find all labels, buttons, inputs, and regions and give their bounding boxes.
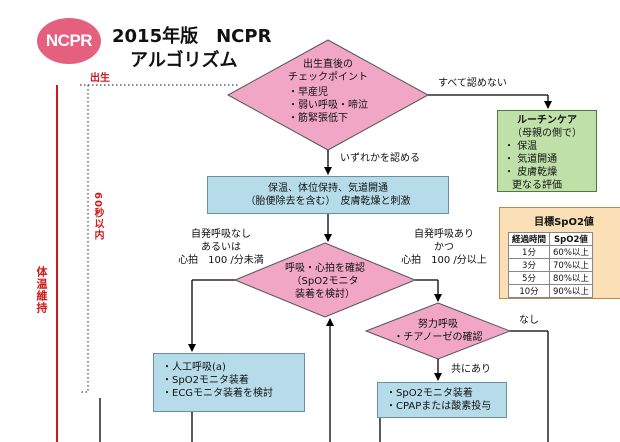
edge-label-left-3: 心拍 100 /分未満 — [178, 255, 264, 266]
edge-label-left-2: あるいは — [201, 242, 241, 253]
spo2-target-panel: 目標SpO2値 経過時間 SpO2値 1分 60%以上 3分 70%以上 5分 … — [499, 207, 620, 299]
initial-check-line1: 出生直後の — [303, 59, 353, 70]
list-item: 人工呼吸(a) — [162, 361, 296, 374]
list-item: 皮膚乾燥 — [504, 166, 590, 179]
table-cell: 90%以上 — [549, 284, 593, 298]
ventilation-items: 人工呼吸(a) SpO2モニタ装着 ECGモニタ装着を検討 — [162, 361, 296, 400]
table-cell: 5分 — [507, 271, 551, 285]
routine-care-extra: 更なる評価 — [512, 180, 562, 191]
table-cell: 80%以上 — [549, 271, 593, 285]
assess-line1: 呼吸・心拍を確認 — [285, 263, 365, 274]
list-item: SpO2モニタ装着 — [386, 387, 498, 400]
list-item: ECGモニタ装着を検討 — [162, 387, 296, 400]
table-cell: 3分 — [507, 258, 551, 272]
edge-label-any-positive: いずれかを認める — [340, 153, 420, 164]
routine-care-items: 保温 気道開通 皮膚乾燥 — [504, 140, 590, 179]
effort-line1: 努力呼吸 — [418, 319, 458, 330]
list-item: 筋緊張低下 — [288, 112, 368, 125]
edge-label-right-1: 自発呼吸あり — [414, 229, 474, 240]
assess-diamond — [233, 242, 417, 318]
ncpr-logo: NCPR — [37, 18, 101, 64]
list-item: CPAPまたは酸素投与 — [386, 400, 498, 413]
initial-steps-line1: 保温、体位保持、気道開通 — [268, 183, 388, 194]
initial-check-items: 早産児 弱い呼吸・啼泣 筋緊張低下 — [288, 86, 368, 125]
edge-label-left-1: 自発呼吸なし — [191, 229, 251, 240]
birth-label: 出生 — [90, 73, 110, 84]
table-row: 10分 90%以上 — [507, 284, 593, 298]
table-cell: 70%以上 — [549, 258, 593, 272]
spo2-table: 経過時間 SpO2値 1分 60%以上 3分 70%以上 5分 80%以上 10… — [507, 232, 593, 298]
cpap-items: SpO2モニタ装着 CPAPまたは酸素投与 — [386, 387, 498, 413]
routine-care-subtitle: （母親の側で） — [512, 128, 582, 139]
column-header: SpO2値 — [549, 232, 593, 246]
table-row: 3分 70%以上 — [507, 258, 593, 272]
initial-steps-box: 保温、体位保持、気道開通 （胎便除去を含む） 皮膚乾燥と刺激 — [207, 176, 449, 214]
list-item: 気道開通 — [504, 153, 590, 166]
temperature-label: 体温維持 — [35, 266, 48, 314]
cpap-box: SpO2モニタ装着 CPAPまたは酸素投与 — [377, 382, 507, 418]
spo2-title: 目標SpO2値 — [534, 217, 594, 228]
table-cell: 60%以上 — [549, 245, 593, 259]
page-subtitle: アルゴリズム — [130, 50, 238, 71]
initial-steps-line2: （胎便除去を含む） 皮膚乾燥と刺激 — [245, 196, 411, 207]
page-title: 2015年版 NCPR — [112, 26, 272, 47]
edge-label-none: なし — [519, 315, 539, 326]
edge-label-right-3: 心拍 100 /分以上 — [401, 255, 487, 266]
sixty-seconds-label: 60秒以内 — [92, 192, 103, 241]
ventilation-box: 人工呼吸(a) SpO2モニタ装着 ECGモニタ装着を検討 — [153, 353, 305, 412]
table-row: 5分 80%以上 — [507, 271, 593, 285]
effort-line2: ・チアノーゼの確認 — [393, 332, 483, 343]
table-row: 1分 60%以上 — [507, 245, 593, 259]
sixty-second-bracket — [80, 84, 89, 393]
list-item: 弱い呼吸・啼泣 — [288, 99, 368, 112]
assess-line2: （SpO2モニタ — [291, 276, 359, 287]
edge-label-all-negative: すべて認めない — [438, 78, 507, 89]
list-item: SpO2モニタ装着 — [162, 374, 296, 387]
table-cell: 1分 — [507, 245, 551, 259]
routine-care-title: ルーチンケア — [517, 115, 577, 126]
initial-check-line2: チェックポイント — [288, 72, 368, 83]
assess-line3: 装着を検討） — [295, 289, 355, 300]
table-header-row: 経過時間 SpO2値 — [507, 232, 593, 246]
column-header: 経過時間 — [507, 232, 551, 246]
list-item: 保温 — [504, 140, 590, 153]
list-item: 早産児 — [288, 86, 368, 99]
edge-label-both-present: 共にあり — [451, 364, 491, 375]
edge-label-right-2: かつ — [434, 242, 454, 253]
table-cell: 10分 — [507, 284, 551, 298]
routine-care-box: ルーチンケア （母親の側で） 保温 気道開通 皮膚乾燥 更なる評価 — [497, 110, 597, 192]
